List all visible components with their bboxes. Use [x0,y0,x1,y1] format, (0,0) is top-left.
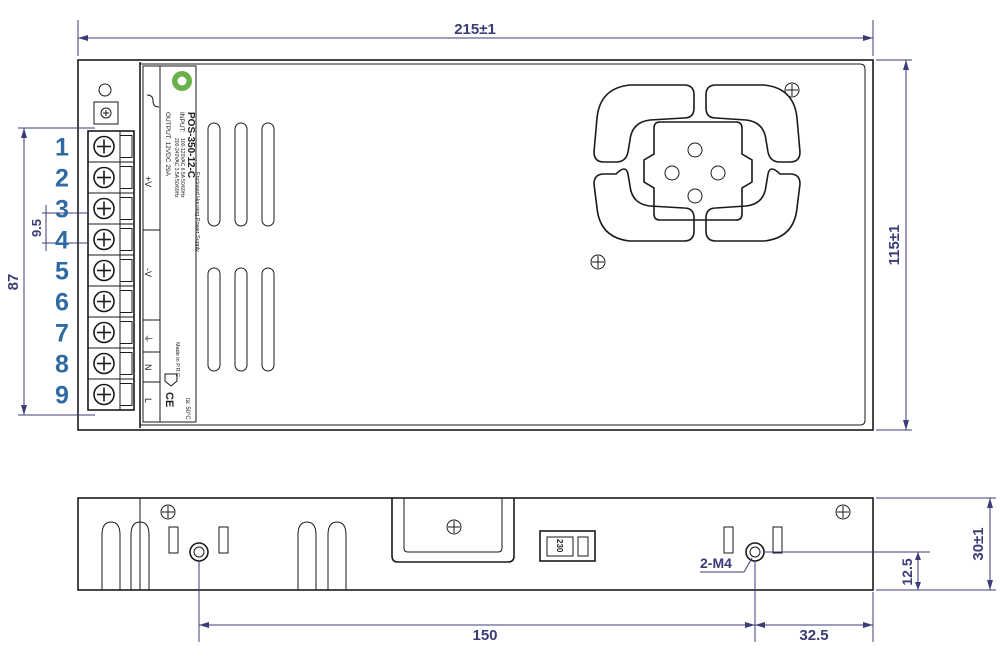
terminal-number: 5 [55,258,69,286]
side-tab [772,526,783,554]
label-made-in: Made in P.R.C [174,342,180,377]
terminal-screw-icon [93,290,115,313]
side-tab [168,526,179,554]
terminal-screw-icon [93,228,115,251]
fan-grille [593,84,801,242]
terminal-number: 3 [55,196,69,224]
label-input-line1: 100-120VAC 6.5A 50/60Hz [179,138,185,198]
side-tab [218,526,229,554]
voltage-selector-switch [539,530,596,562]
side-view: 230 [77,497,874,591]
side-view-outline [77,497,874,591]
dim-hole-offset: 32.5 [799,627,828,644]
top-view: POS-350-12-C Enclosed Housing Power Supp… [77,59,874,431]
polarity-plus-v: +V [143,176,153,187]
terminal-screw-icon [93,197,115,220]
dim-depth: 30±1 [970,527,987,560]
side-screw-icon [160,504,851,535]
label-ta: ta: 50°C [184,398,190,420]
dim-terminal-span: 87 [5,274,22,291]
side-vent-slots [101,521,347,590]
cover-screw-icon [590,82,800,270]
terminal-screw-icon [93,166,115,189]
label-model: POS-350-12-C [185,112,196,178]
terminal-numbers: 1 2 3 4 5 6 7 8 9 [55,134,69,410]
side-tab [723,526,734,554]
product-label [142,65,197,423]
indicator-led [98,83,112,97]
dim-mount-height: 12.5 [899,558,915,585]
label-description: Enclosed Housing Power Supply [194,172,200,252]
dim-height: 115±1 [886,225,903,266]
terminal-block [87,130,135,411]
label-ce-mark: CE [163,392,175,407]
label-input-line2: 200-240VAC 3.5A 50/60Hz [173,138,179,198]
terminal-screw-icon [93,383,115,406]
switch-label: 230 [555,539,564,553]
cover-outline [140,63,866,426]
certification-mark-icon [164,373,178,387]
label-input-heading: INPUT: [178,112,185,133]
polarity-minus-v: -V [143,268,153,277]
terminal-number: 4 [55,227,69,255]
label-output: OUTPUT: 12VDC 29A [164,112,171,177]
terminal-number: 6 [55,289,69,317]
dim-terminal-pitch: 9.5 [29,219,44,237]
ac-symbol-icon [146,94,160,108]
terminal-number: 9 [55,382,69,410]
terminal-screw-icon [93,259,115,282]
terminal-screw-icon [93,352,115,375]
dim-overall-length: 215±1 [454,21,496,38]
polarity-ground: ⏚ [143,334,153,343]
top-view-outline [77,59,874,431]
terminal-number: 7 [55,320,69,348]
polarity-neutral: N [143,364,153,371]
terminal-screw-icon [93,321,115,344]
dim-mount-holes: 2-M4 [700,555,732,571]
terminal-number: 1 [55,134,69,162]
dimension-lines [18,20,996,642]
dimension-labels: 215±1 115±1 87 9.5 30±1 12.5 150 32.5 2-… [5,21,987,644]
adjust-screw-icon [100,107,112,119]
terminal-number: 2 [55,165,69,193]
terminal-screw-icon [93,135,115,158]
polarity-line: L [143,398,153,403]
terminal-number: 8 [55,351,69,379]
switch-recess [391,498,515,563]
top-vent-slots [207,122,275,372]
dim-hole-spacing: 150 [472,627,497,644]
voltage-adjust-pot [93,101,119,125]
